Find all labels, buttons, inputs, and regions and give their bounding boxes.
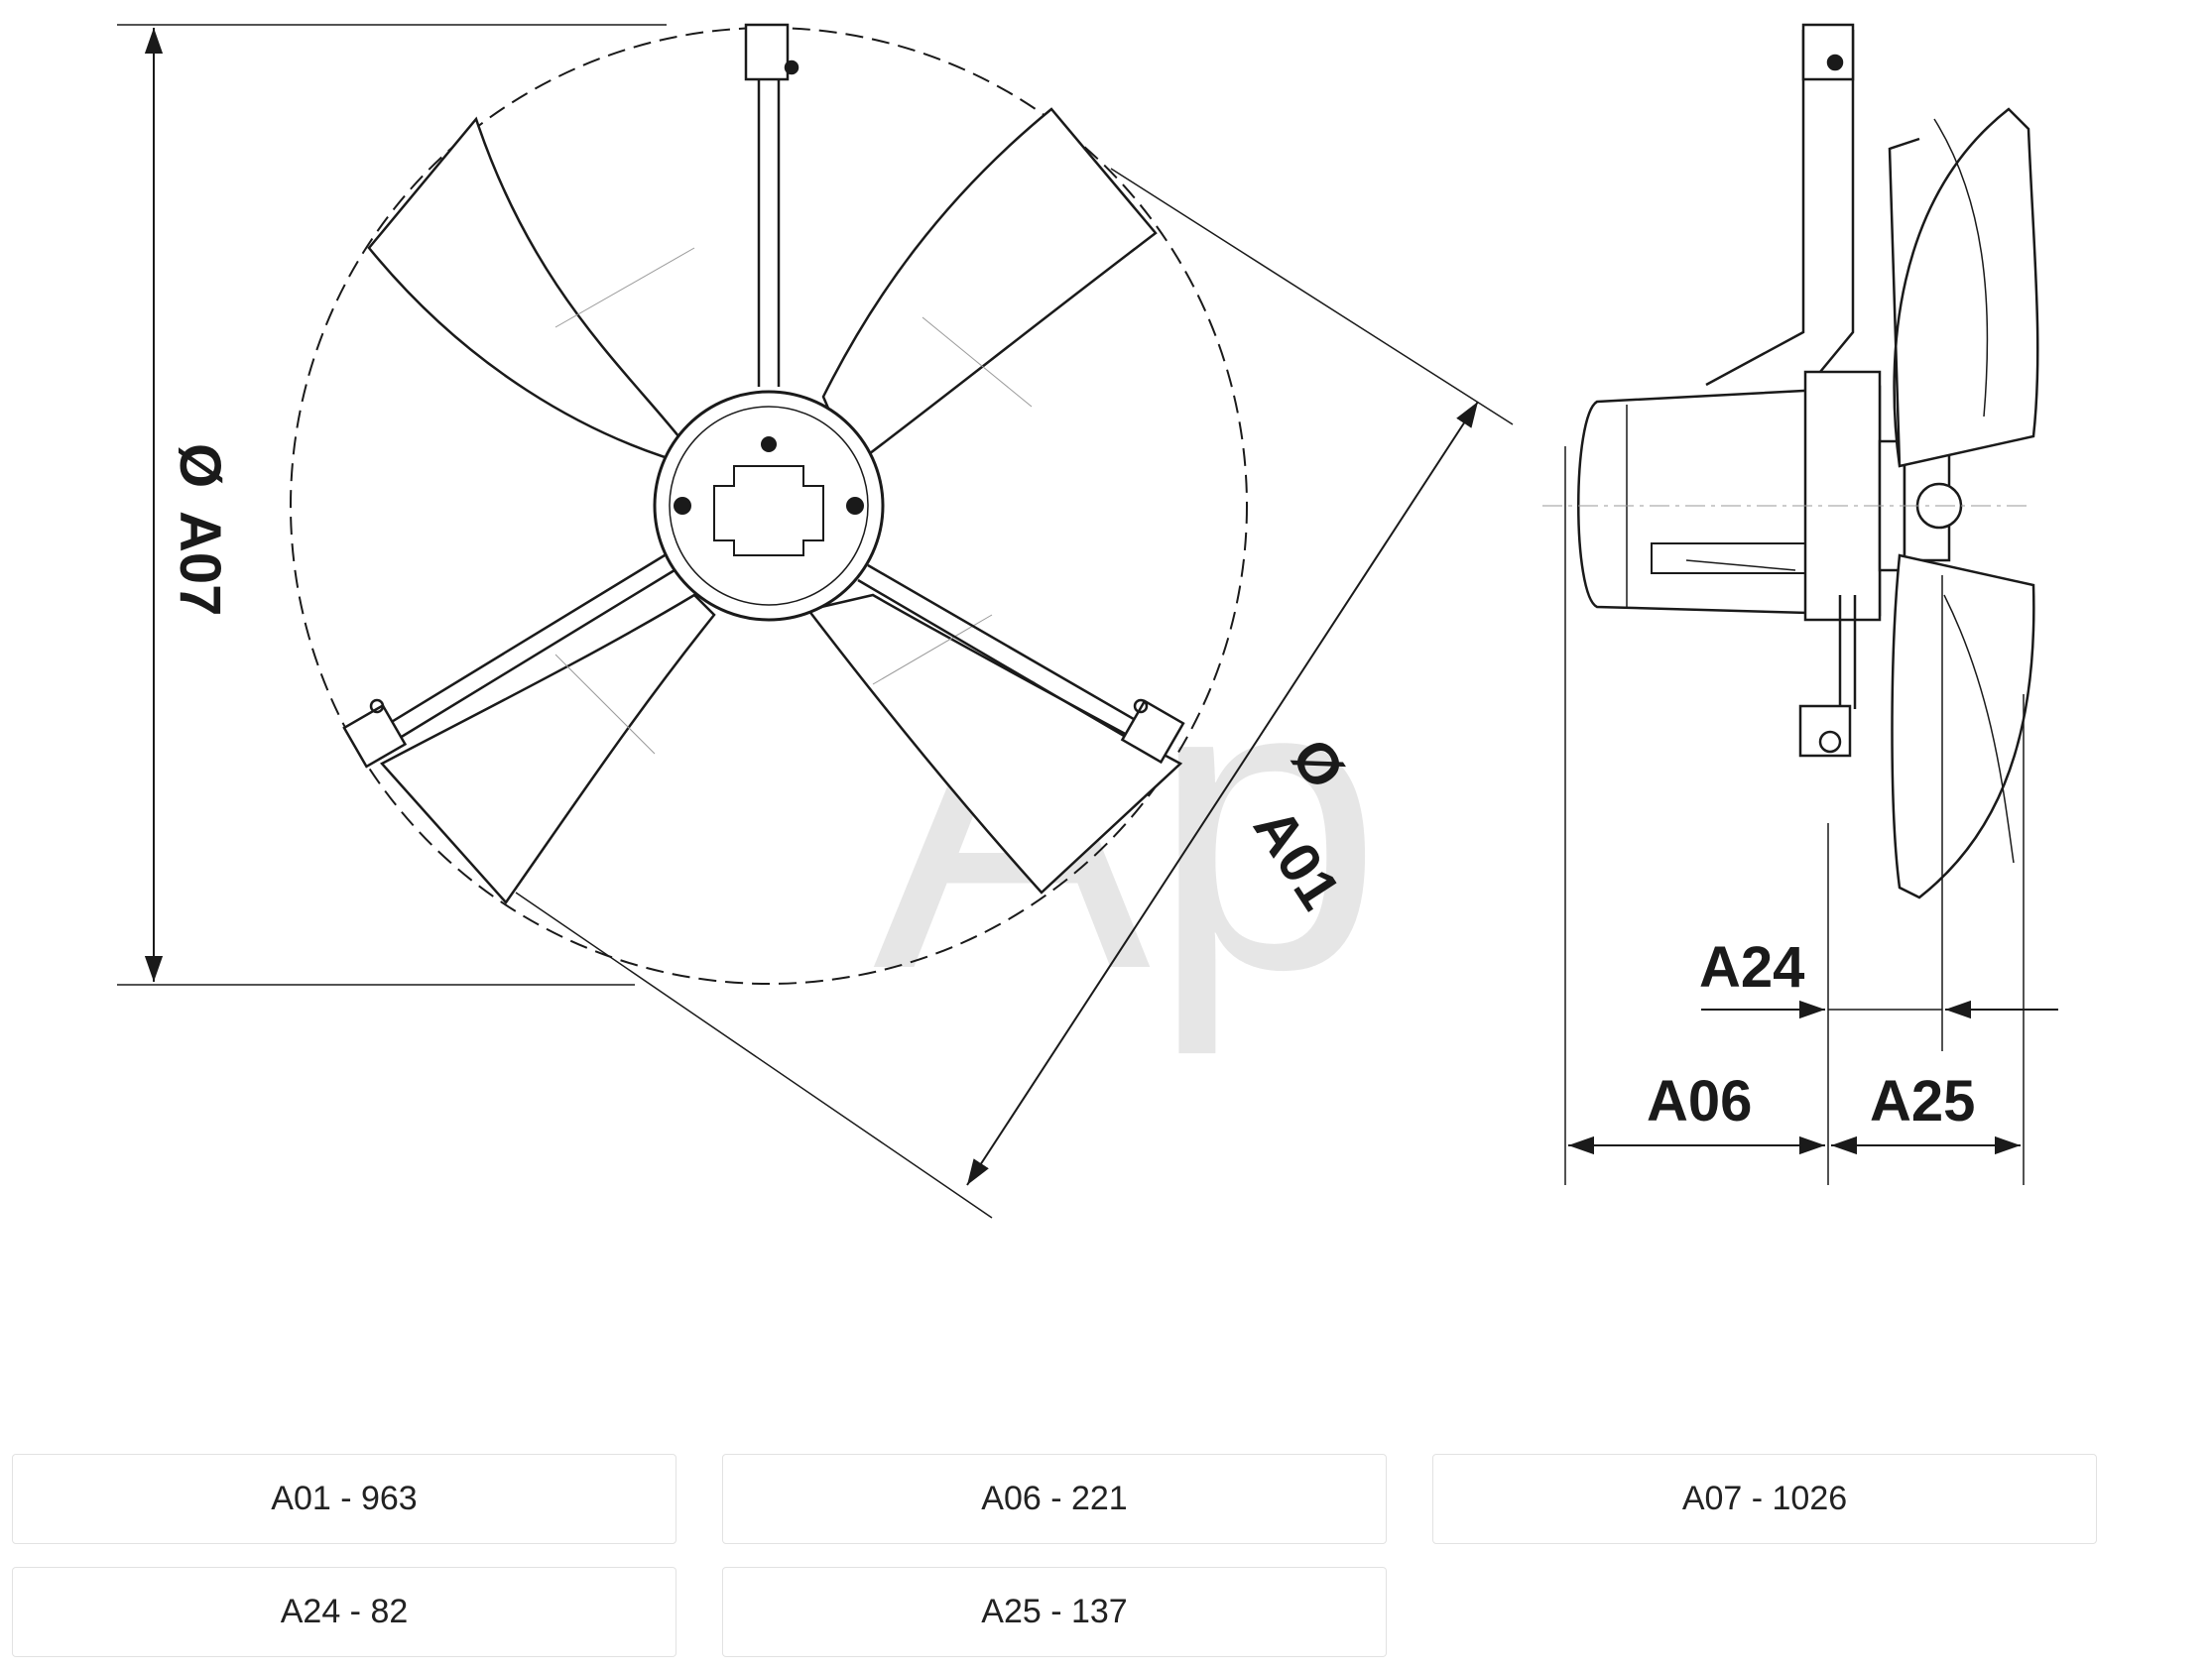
dim-line-a01: [966, 401, 1479, 1186]
diameter-symbol-a07: Ø: [168, 443, 232, 488]
front-view: [117, 23, 1514, 1219]
mounting-bracket-top: [1705, 30, 1855, 387]
dimension-cell-a25: A25 - 137: [722, 1567, 1387, 1657]
dimension-cell-a24: A24 - 82: [12, 1567, 676, 1657]
side-view: [1542, 23, 2058, 1185]
dim-label-a07: A07: [168, 511, 232, 616]
dimension-cell-a06: A06 - 221: [722, 1454, 1387, 1544]
fan-blade-top-right: [821, 107, 1158, 468]
fan-hub-keyhole: [713, 465, 824, 556]
fan-hub-outer: [653, 390, 885, 622]
mounting-bracket-bottom: [1838, 595, 1857, 709]
dimension-cell-a01: A01 - 963: [12, 1454, 676, 1544]
dimension-cell-a07: A07 - 1026: [1432, 1454, 2097, 1544]
dim-label-a25: A25: [1870, 1069, 1975, 1134]
dim-label-a06: A06: [1647, 1069, 1752, 1134]
fan-blade-bottom-left: [380, 593, 716, 905]
side-blade-upper: [1888, 107, 2039, 468]
side-blade-lower: [1891, 553, 2035, 899]
fan-blade-top-left: [367, 116, 696, 468]
fan-hub-inner: [669, 406, 869, 606]
dim-label-a24: A24: [1699, 935, 1804, 1000]
